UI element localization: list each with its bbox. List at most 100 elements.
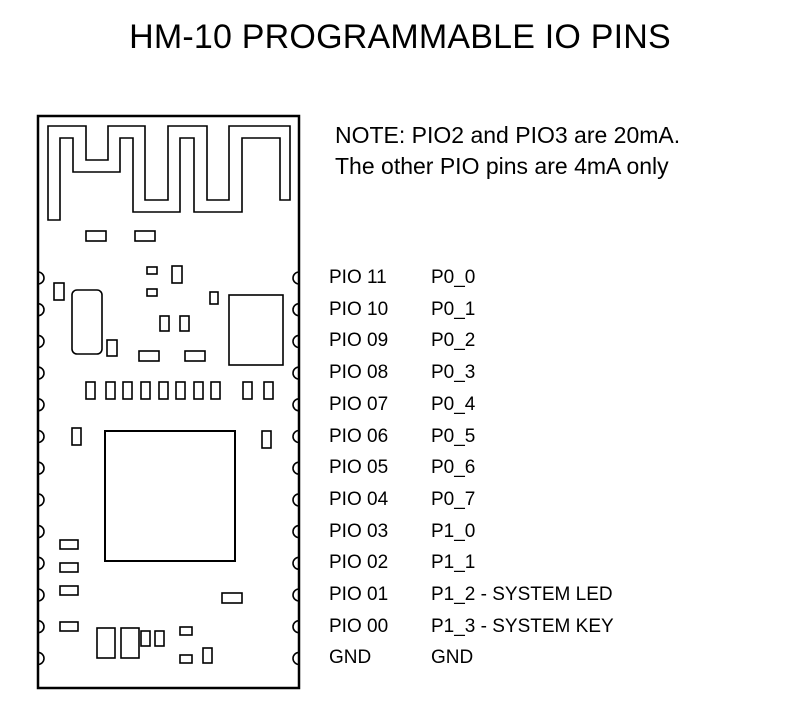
edge-pad: [37, 493, 45, 507]
edge-pad: [37, 366, 45, 380]
pin-port-label: GND: [431, 647, 474, 669]
pin-port-label: P1_0: [431, 520, 476, 542]
pin-pio-label: PIO 10: [329, 298, 389, 320]
component: [242, 381, 253, 400]
component: [53, 282, 65, 301]
pin-pio-label: PIO 06: [329, 425, 389, 447]
edge-pad: [37, 334, 45, 349]
edge-pad: [37, 588, 45, 602]
component: [59, 562, 79, 573]
edge-pad: [37, 429, 45, 444]
antenna-pad-right: [134, 230, 156, 242]
pin-port-label: P0_5: [431, 425, 476, 447]
component: [202, 647, 213, 664]
edge-pad: [292, 398, 300, 412]
edge-pad: [292, 302, 300, 317]
diagram-title: HM-10 PROGRAMMABLE IO PINS: [129, 18, 671, 56]
edge-pad: [292, 651, 300, 666]
edge-pad: [292, 334, 300, 349]
module-outline: [36, 114, 301, 690]
component: [146, 288, 158, 297]
edge-pad: [292, 588, 300, 602]
left-edge-pads: [37, 271, 45, 666]
edge-pad: [37, 556, 45, 571]
component: [71, 427, 82, 446]
component: [221, 592, 243, 604]
edge-pad: [292, 429, 300, 444]
pin-port-label: P0_1: [431, 298, 476, 320]
component: [140, 381, 151, 400]
pin-port-label: P0_3: [431, 362, 476, 384]
pin-pio-label: PIO 08: [329, 362, 389, 384]
components: [53, 265, 284, 664]
component: [120, 627, 140, 659]
pin-pio-label: GND: [329, 647, 372, 669]
pin-pio-label: PIO 02: [329, 552, 389, 574]
pin-port-label: P0_6: [431, 457, 476, 479]
component: [140, 630, 151, 647]
edge-pad: [292, 556, 300, 571]
note-line-2: The other PIO pins are 4mA only: [335, 153, 669, 179]
component: [179, 654, 193, 664]
component: [261, 430, 272, 449]
main-chip: [104, 430, 236, 562]
component: [171, 265, 183, 284]
edge-pad: [292, 366, 300, 380]
edge-pad: [37, 651, 45, 666]
pin-port-label: P0_4: [431, 393, 476, 415]
crystal-component: [71, 289, 103, 355]
component: [158, 381, 169, 400]
component: [105, 381, 116, 400]
pin-port-label: P1_2 - SYSTEM LED: [431, 584, 613, 605]
right-edge-pads: [292, 271, 300, 666]
pin-port-label: P0_7: [431, 488, 476, 510]
antenna-pad-left: [85, 230, 107, 242]
pin-pio-label: PIO 05: [329, 457, 389, 479]
note-text: NOTE: PIO2 and PIO3 are 20mA. The other …: [335, 120, 680, 182]
edge-pad: [37, 398, 45, 412]
pin-pio-label: PIO 07: [329, 393, 389, 415]
pin-pio-label: PIO 00: [329, 615, 389, 637]
component: [138, 350, 160, 362]
component: [209, 291, 219, 305]
edge-pad: [37, 461, 45, 475]
component: [159, 315, 170, 332]
component: [146, 266, 158, 275]
secondary-chip: [228, 294, 284, 366]
component: [179, 626, 193, 636]
pin-pio-label: PIO 04: [329, 488, 389, 510]
pin-port-label: P1_1: [431, 552, 476, 574]
edge-pad: [292, 493, 300, 507]
pin-port-label: P0_0: [431, 267, 476, 288]
edge-pad: [292, 461, 300, 475]
edge-pad: [37, 524, 45, 539]
edge-pad: [37, 619, 45, 634]
component: [59, 585, 79, 596]
component: [179, 315, 190, 332]
component: [263, 381, 274, 400]
edge-pad: [37, 271, 45, 285]
component: [193, 381, 204, 400]
component: [96, 627, 116, 659]
pin-port-label: P1_3 - SYSTEM KEY: [431, 615, 614, 637]
pcb-antenna: [47, 125, 291, 221]
component: [175, 381, 186, 400]
component: [59, 539, 79, 550]
pin-port-label: P0_2: [431, 330, 476, 352]
pin-pio-label: PIO 11: [329, 267, 387, 288]
pin-pio-label: PIO 09: [329, 330, 389, 352]
component: [122, 381, 133, 400]
edge-pad: [292, 524, 300, 539]
edge-pad: [292, 271, 300, 285]
component: [85, 381, 96, 400]
edge-pad: [292, 619, 300, 634]
component: [210, 381, 221, 400]
component: [59, 621, 79, 632]
pin-pio-label: PIO 03: [329, 520, 389, 542]
note-line-1: NOTE: PIO2 and PIO3 are 20mA.: [335, 122, 681, 148]
component: [184, 350, 206, 362]
edge-pad: [37, 302, 45, 317]
component: [154, 630, 165, 647]
pin-pio-label: PIO 01: [329, 584, 389, 605]
